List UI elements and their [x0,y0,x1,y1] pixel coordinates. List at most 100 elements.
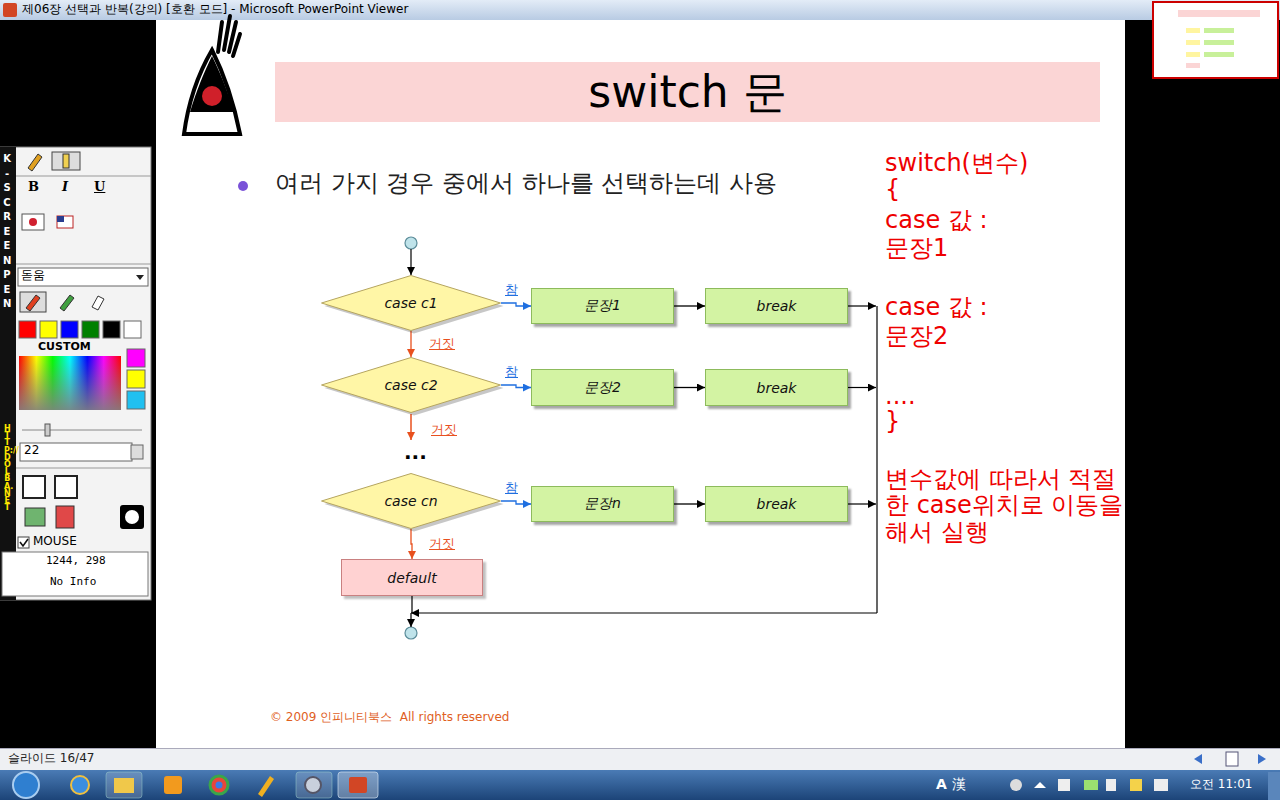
flow-wire [848,387,876,388]
handwritten-note: 변수값에 따라서 적절한 case위치로 이동을 해서 실행 [885,466,1135,545]
task-button [296,772,332,798]
thumbnail-band [1178,10,1260,17]
taskbar-icons [71,772,378,798]
handwritten-note: case 값 : [885,294,988,322]
highlighter-button [52,152,80,170]
node-text: case cn [384,493,437,509]
duke-hand [218,16,240,56]
thumbnail-shape [1186,28,1200,33]
edge-label: 거짓 [429,535,455,553]
node-text: break [757,298,797,314]
checkbox [18,537,29,548]
info-box [2,552,148,596]
thumbnail-shape [1204,28,1234,33]
thumbnail-shape [1204,40,1234,45]
color-swatch [19,321,36,338]
tray-icon [1130,779,1142,791]
folder-icon [114,778,134,793]
duke-mascot [184,16,240,134]
tray-icon [1084,780,1098,790]
process-box: break [705,369,848,406]
cut-icon [55,476,77,498]
title-band [275,62,1100,122]
toolbar-panel [0,147,151,600]
node-text: 문장1 [584,297,621,315]
next-button [1258,754,1266,764]
powerpoint-icon [349,777,367,793]
process-box: break [705,288,848,324]
process-box: 문장n [531,486,674,522]
node-text: default [387,570,436,586]
flow-wire [410,613,411,627]
status-bar [0,748,1280,770]
slider-thumb [45,424,50,436]
toolbar-brand: K-SCREEN PEN [3,152,11,312]
slide [156,20,1125,748]
custom-label: CUSTOM [38,341,91,354]
tray-arrow [1034,782,1046,788]
pen-icon [26,295,40,311]
start-orb [13,772,39,798]
diamond-shape [322,358,501,413]
save-icon [23,476,45,498]
chrome-center [216,782,223,789]
thumbnail-shape [1186,63,1200,68]
process-box: break [705,486,848,522]
thumbnail-frame [1153,2,1278,78]
underline-button: U [94,180,105,195]
node-text: 문장2 [584,379,621,397]
handwritten-note: .... [885,383,916,411]
app-icon [3,3,17,17]
clock: 오전 11:01 [1190,778,1252,792]
show-desktop [1268,772,1280,800]
flow-arrow [411,529,412,559]
flow-wire [876,306,877,613]
color-swatch [124,321,141,338]
marker-icon [60,295,74,311]
spin-button [131,445,143,459]
node-text: break [757,380,797,396]
flag-mark [57,216,64,222]
pen-icon [258,776,274,797]
mouse-option: MOUSE [33,535,77,549]
slide-thumbnail [1153,2,1278,78]
pen-size: 22 [24,444,39,458]
node-text: case c1 [384,295,437,311]
toolbar-strip [0,147,16,600]
start-circle [405,237,417,249]
tray-icon [1106,779,1116,791]
color-swatch [103,321,120,338]
ime-indicator: 漢 [952,776,966,792]
duke-nose [202,86,222,106]
process-box: 문장2 [531,369,674,406]
system-tray [1010,772,1280,800]
task-button [106,772,142,798]
ellipsis: ... [404,441,427,464]
highlighter-icon [63,154,69,168]
korean-flag [22,214,44,230]
ime-indicator: A [936,776,947,792]
slide-counter: 슬라이드 16/47 [8,752,94,766]
toolbar-url: HTTP://DOLBA.NET [4,425,10,511]
handwritten-note: switch(변수) [885,150,1028,178]
flow-arrow [674,305,705,306]
thumbnail-shape [1186,52,1200,57]
separator [16,176,151,177]
node-text: case c2 [384,377,437,393]
edge-label: 거짓 [431,423,457,438]
color-spectrum-shade [19,356,121,410]
separator [16,468,151,469]
duke-head [190,56,234,112]
contrast-button [120,505,144,529]
font-dropdown [18,268,148,286]
pen-button [20,292,46,312]
diamond-shape [322,474,501,529]
color-swatch [127,391,145,409]
separator [16,264,151,265]
slide-button [1226,752,1238,766]
slide-title: switch 문 [275,62,1100,122]
node-text: break [757,496,797,512]
prev-button [1194,754,1202,764]
handwritten-note: case 값 : [885,207,988,235]
